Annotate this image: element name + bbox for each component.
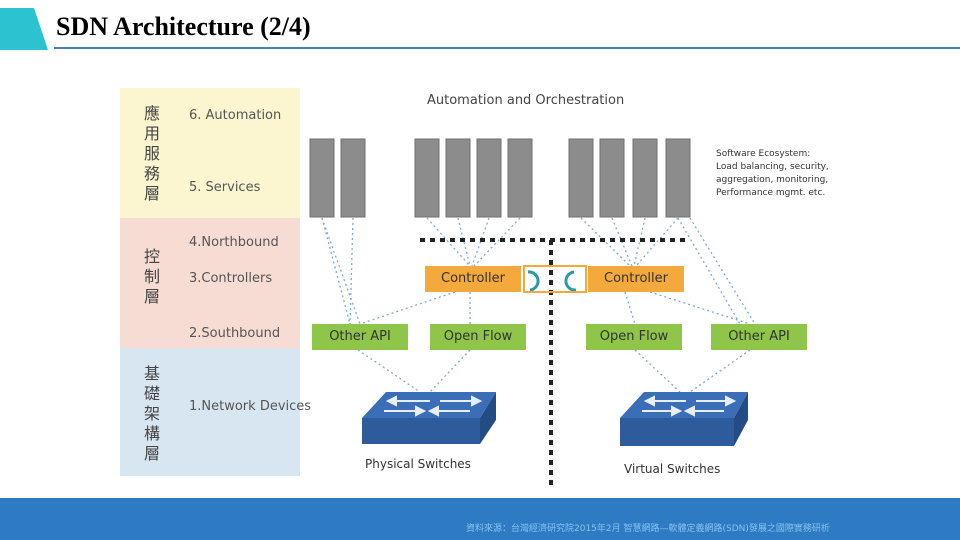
control-layer-name: 控制層: [143, 247, 160, 306]
app-block: [340, 138, 366, 218]
footer-source: 資料來源：台灣經濟研究院2015年2月 智慧網路—軟體定義網路(SDN)發展之國…: [466, 524, 830, 534]
app-block: [414, 138, 440, 218]
app-block: [665, 138, 691, 218]
app-block: [568, 138, 594, 218]
title-accent-bar: [0, 8, 48, 50]
api-other-right: Other API: [711, 324, 807, 350]
diagram-title: Automation and Orchestration: [427, 93, 625, 108]
controller-left: Controller: [425, 266, 521, 292]
title-underline: [54, 47, 960, 49]
app-block: [309, 138, 335, 218]
app-block: [599, 138, 625, 218]
layer-label-southbound: 2.Southbound: [189, 326, 281, 341]
app-block: [507, 138, 533, 218]
layer-label-automation: 6. Automation: [189, 108, 282, 123]
controller-right: Controller: [588, 266, 684, 292]
control-layer-band: [120, 218, 300, 348]
api-openflow-left: Open Flow: [430, 324, 526, 350]
virtual-switches-label: Virtual Switches: [624, 462, 721, 476]
infrastructure-layer-band: [120, 348, 300, 476]
layer-label-network-devices: 1.Network Devices: [189, 399, 312, 414]
physical-switch-icon: [362, 392, 496, 444]
api-openflow-right: Open Flow: [586, 324, 682, 350]
app-block: [476, 138, 502, 218]
physical-switches-label: Physical Switches: [365, 457, 471, 471]
api-other-left: Other API: [312, 324, 408, 350]
application-layer-band: [120, 88, 300, 218]
infrastructure-layer-name: 基礎架構層: [143, 364, 160, 463]
footer-band: [0, 498, 960, 540]
application-layer-name: 應用服務層: [143, 104, 160, 203]
app-block: [632, 138, 658, 218]
layer-label-services: 5. Services: [189, 180, 261, 195]
ecosystem-note: Software Ecosystem: Load balancing, secu…: [716, 149, 829, 198]
layer-label-controllers: 3.Controllers: [189, 271, 273, 286]
virtual-switch-icon: [620, 392, 748, 446]
slide-title: SDN Architecture (2/4): [56, 12, 311, 41]
sync-arrows-icon: [527, 270, 577, 292]
app-block: [445, 138, 471, 218]
layer-label-northbound: 4.Northbound: [189, 235, 279, 250]
